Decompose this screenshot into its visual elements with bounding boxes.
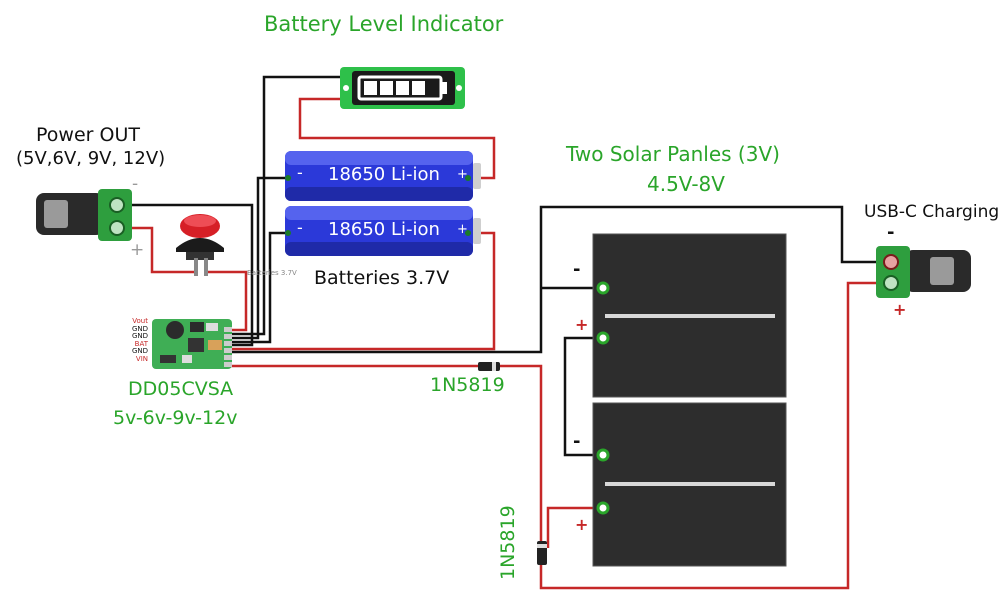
diode-horizontal [478, 362, 500, 371]
panel-bottom-plus-sign: + [575, 515, 589, 534]
pin-vout: Vout [132, 317, 148, 325]
power-out-title: Power OUT [36, 124, 140, 146]
panel-bottom-minus-sign: - [573, 431, 581, 452]
battery-cell-1 [285, 151, 481, 201]
usbc-plus-sign: + [893, 300, 907, 319]
battery-cell-1-plus: + [457, 167, 468, 182]
pin-vin: VIN [135, 354, 148, 363]
dd05cvsa-module [152, 319, 232, 369]
pin-gnd-3: GND [131, 347, 148, 355]
usbc-label: USB-C Charging [864, 202, 1000, 222]
battery-cell-2-plus: + [457, 222, 468, 237]
module-pin-labels: Vout GND GND BAT GND VIN [130, 317, 148, 363]
pin-gnd-2: GND [131, 332, 148, 340]
battery-indicator-title: Battery Level Indicator [264, 12, 504, 36]
battery-cell-2-label: 18650 Li-ion [328, 219, 440, 240]
usbc-minus-sign: - [887, 222, 895, 243]
diode-label-horizontal: 1N5819 [430, 374, 505, 396]
power-out-plus-sign: + [130, 240, 145, 260]
diode-vertical [537, 541, 547, 565]
usbc-connector [876, 246, 971, 298]
batteries-label: Batteries 3.7V [314, 267, 450, 289]
battery-cell-2-minus: - [297, 218, 303, 237]
power-out-connector [36, 189, 132, 241]
diode-label-vertical: 1N5819 [497, 505, 519, 580]
panel-top-plus-sign: + [575, 315, 589, 334]
power-out-minus-sign: - [132, 174, 139, 194]
battery-cell-2 [285, 206, 481, 256]
push-button [176, 214, 224, 276]
tiny-note: Batteries 3.7V [247, 269, 297, 277]
solar-title: Two Solar Panles (3V) [566, 142, 780, 166]
solar-terminals [596, 281, 610, 515]
battery-terminal-dots [285, 175, 471, 236]
battery-cell-1-minus: - [297, 163, 303, 182]
solar-panel-bottom [592, 402, 787, 567]
solar-voltage: 4.5V-8V [647, 172, 725, 196]
power-out-voltages: (5V,6V, 9V, 12V) [16, 148, 166, 169]
wires-black [127, 75, 886, 457]
module-voltages: 5v-6v-9v-12v [113, 407, 238, 429]
module-name: DD05CVSA [128, 378, 234, 400]
pin-gnd-1: GND [131, 324, 148, 333]
battery-cell-1-label: 18650 Li-ion [328, 164, 440, 185]
battery-level-indicator [340, 67, 465, 109]
panel-top-minus-sign: - [573, 259, 581, 280]
solar-panel-top [592, 233, 787, 398]
pin-bat: BAT [134, 339, 148, 348]
